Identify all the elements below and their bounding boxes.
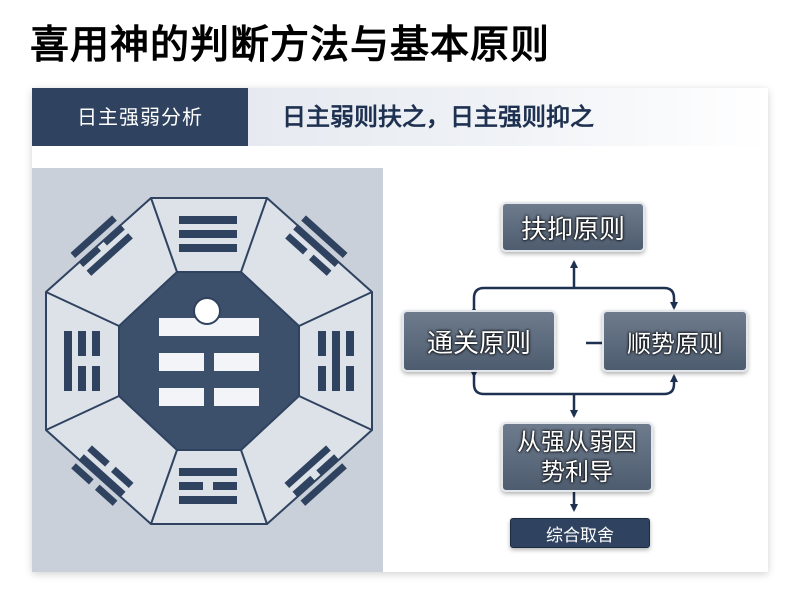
node-tongguan: 通关原则: [402, 310, 556, 372]
center-trigram: [159, 318, 259, 406]
bagua-panel: [32, 168, 383, 572]
node-zonghe: 综合取舍: [510, 518, 650, 548]
trigram-right: [318, 331, 354, 391]
bagua-octagon-icon: [45, 197, 373, 525]
page-title: 喜用神的判断方法与基本原则: [30, 23, 551, 68]
trigram-bottom: [179, 468, 237, 504]
trigram-top-left: [70, 215, 133, 276]
trigram-bottom-right: [284, 445, 347, 506]
node-fuyi: 扶抑原则: [501, 202, 645, 252]
node-shunshi: 顺势原则: [602, 310, 748, 372]
header-tab: 日主强弱分析: [32, 88, 248, 146]
principle-text: 日主弱则扶之，日主强则抑之: [282, 103, 594, 131]
yin-yang-dot-icon: [193, 297, 221, 325]
header-bar: 日主强弱分析 日主弱则扶之，日主强则抑之: [32, 88, 768, 146]
trigram-left: [64, 331, 100, 391]
content-card: 日主强弱分析 日主弱则扶之，日主强则抑之: [32, 88, 768, 572]
trigram-bottom-left: [71, 445, 134, 506]
flowchart-arrows: [470, 260, 678, 512]
trigram-top: [179, 216, 237, 252]
trigram-top-right: [285, 215, 348, 276]
node-congqiang: 从强从弱因 势利导: [501, 422, 653, 492]
